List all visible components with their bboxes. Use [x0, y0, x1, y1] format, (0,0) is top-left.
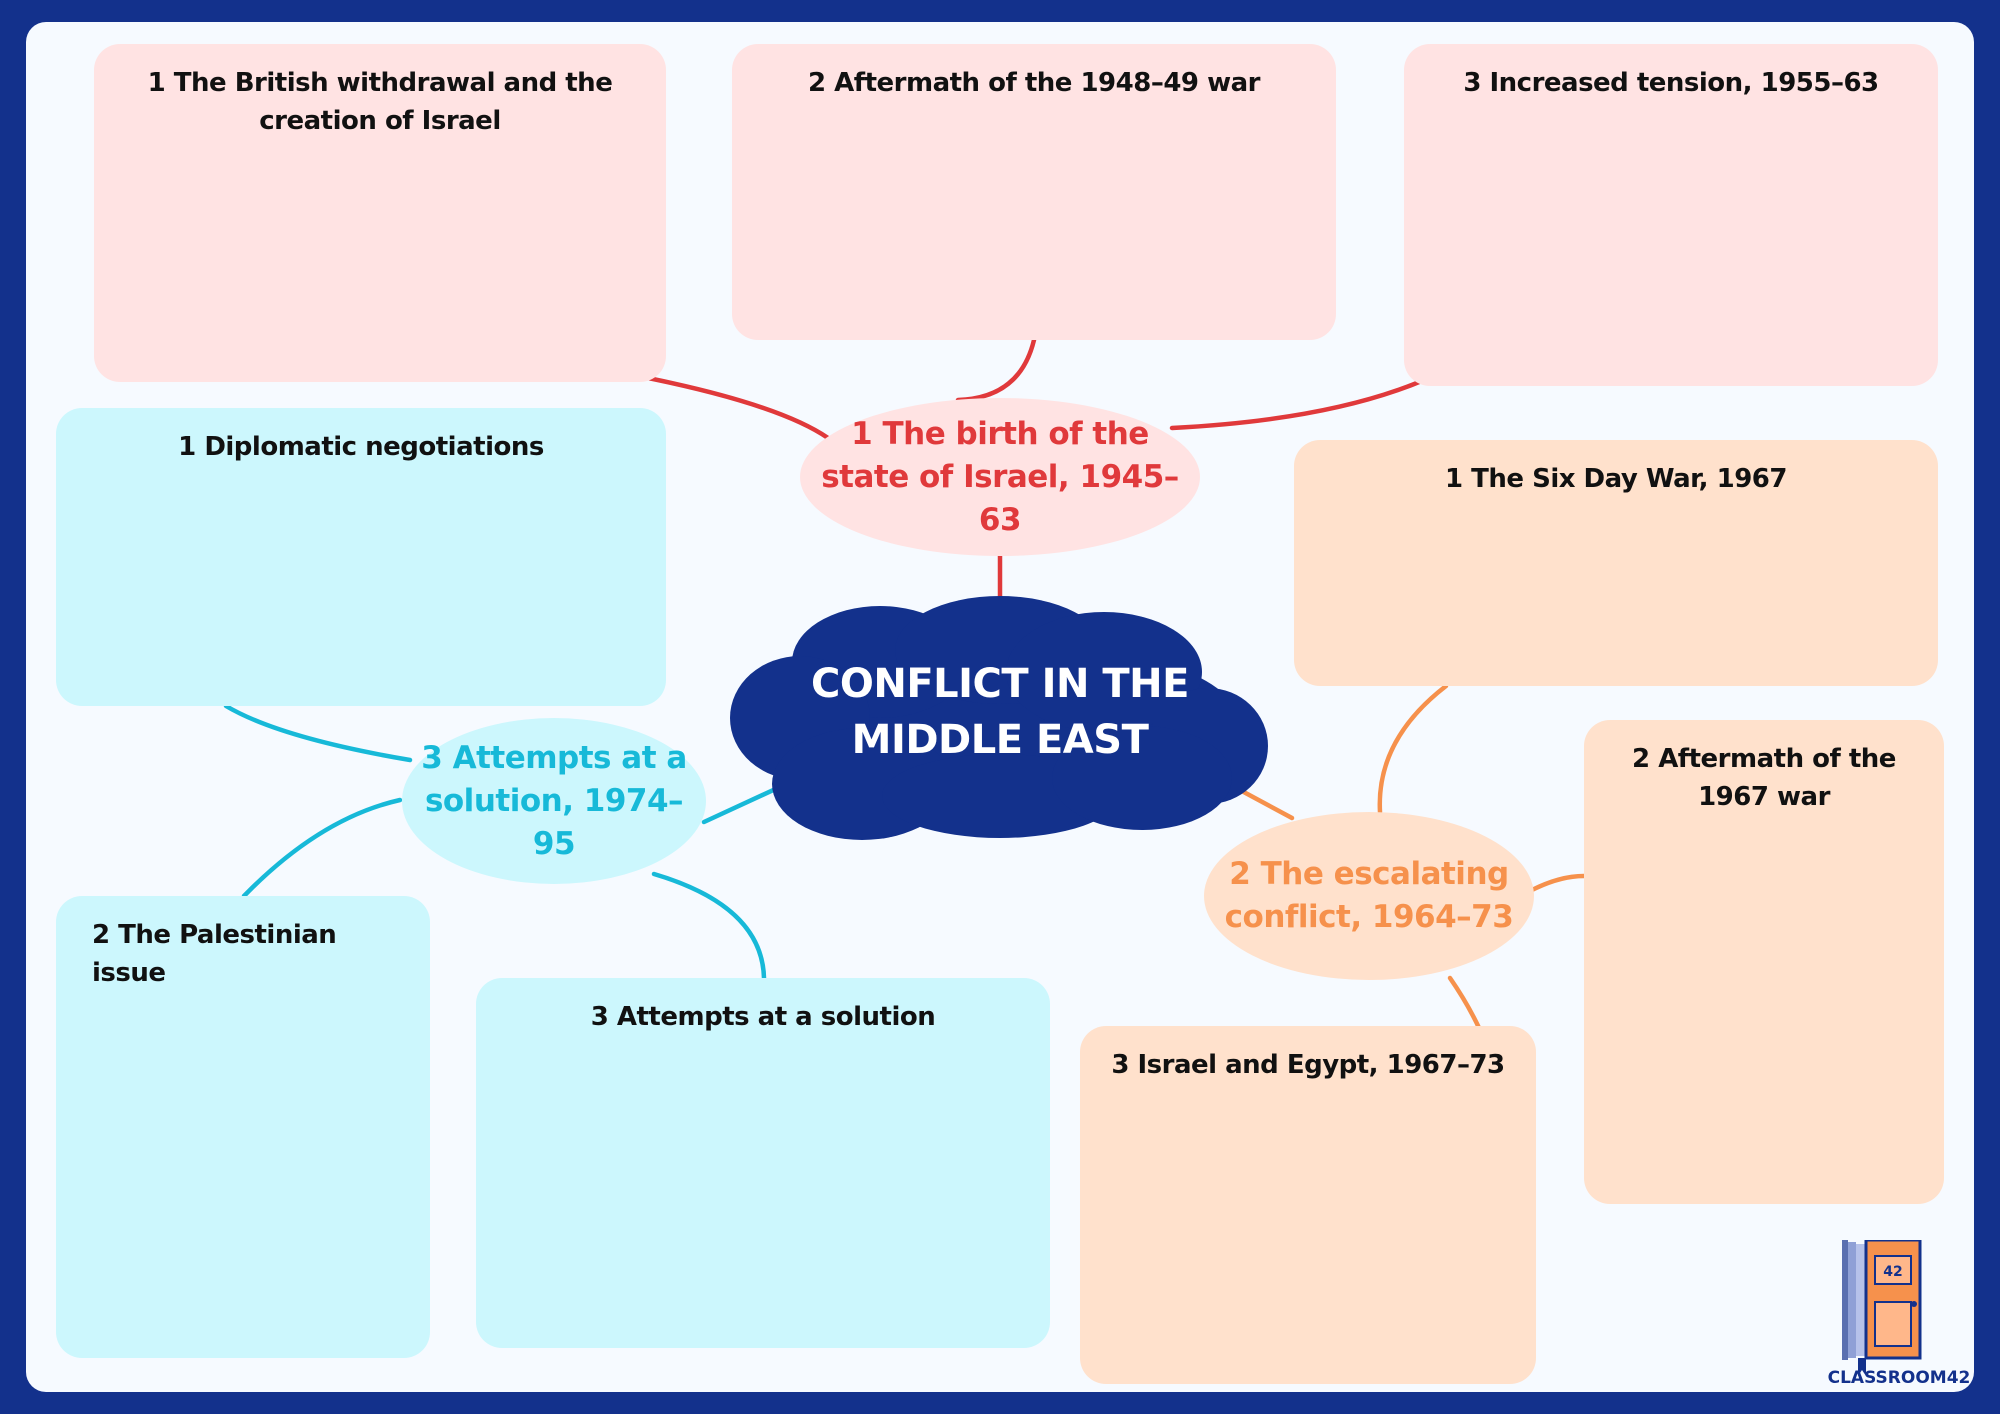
door-number: 42 [1883, 1264, 1902, 1280]
branch-node-birth-of-israel[interactable]: 1 The birth of the state of Israel, 1945… [800, 398, 1200, 556]
connector-branch2-topic3 [1447, 975, 1483, 1033]
branch-label: 2 The escalating conflict, 1964–73 [1224, 856, 1514, 935]
branch-node-attempts-solution[interactable]: 3 Attempts at a solution, 1974–95 [402, 718, 706, 884]
connector-branch1-topic3 [1169, 377, 1427, 431]
topic-label: 2 Aftermath of the 1967 war [1632, 744, 1896, 812]
topic-box-diplomatic-negotiations[interactable]: 1 Diplomatic negotiations [56, 408, 666, 706]
topic-box-increased-tension[interactable]: 3 Increased tension, 1955–63 [1404, 44, 1938, 386]
topic-box-attempts-at-solution[interactable]: 3 Attempts at a solution [476, 978, 1050, 1348]
branch-node-escalating-conflict[interactable]: 2 The escalating conflict, 1964–73 [1204, 812, 1534, 980]
connector-branch3-topic2 [241, 797, 403, 899]
central-title: CONFLICT IN THE MIDDLE EAST [811, 661, 1189, 763]
connector-center-branch2 [1237, 787, 1295, 821]
topic-box-aftermath-1967[interactable]: 2 Aftermath of the 1967 war [1584, 720, 1944, 1204]
topic-label: 1 The Six Day War, 1967 [1445, 464, 1787, 494]
topic-box-israel-egypt[interactable]: 3 Israel and Egypt, 1967–73 [1080, 1026, 1536, 1384]
branch-label: 3 Attempts at a solution, 1974–95 [421, 739, 687, 862]
brand-name: CLASSROOM42 [1827, 1368, 1971, 1388]
topic-label: 3 Israel and Egypt, 1967–73 [1111, 1050, 1505, 1080]
topic-label: 1 Diplomatic negotiations [178, 432, 544, 462]
connector-branch2-topic1 [1377, 683, 1449, 815]
topic-label: 2 The Palestinian issue [92, 920, 337, 988]
topic-box-aftermath-1948[interactable]: 2 Aftermath of the 1948–49 war [732, 44, 1336, 340]
topic-label: 1 The British withdrawal and the creatio… [147, 68, 613, 136]
topic-box-british-withdrawal[interactable]: 1 The British withdrawal and the creatio… [94, 44, 666, 382]
connector-branch3-topic1 [223, 703, 413, 763]
classroom42-door-icon: 42 [1842, 1240, 1922, 1376]
connector-branch2-topic2 [1529, 873, 1587, 893]
topic-label: 3 Increased tension, 1955–63 [1463, 68, 1879, 98]
topic-label: 2 Aftermath of the 1948–49 war [808, 68, 1260, 98]
branch-label: 1 The birth of the state of Israel, 1945… [821, 415, 1179, 538]
connector-branch1-topic1 [645, 375, 831, 441]
topic-box-palestinian-issue[interactable]: 2 The Palestinian issue [56, 896, 430, 1358]
topic-box-six-day-war[interactable]: 1 The Six Day War, 1967 [1294, 440, 1938, 686]
topic-label: 3 Attempts at a solution [590, 1002, 936, 1032]
connector-branch3-topic3 [651, 871, 767, 981]
